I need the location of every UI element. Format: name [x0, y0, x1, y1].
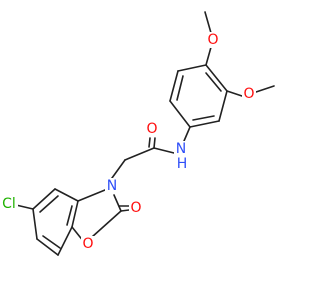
atom-o-methoxy-right-label: O — [243, 86, 254, 102]
bond-ring2-e — [57, 226, 73, 256]
bond-ring-cl — [15, 204, 34, 210]
bond-ring1-a — [205, 64, 228, 92]
bond-ring2-c — [32, 208, 38, 240]
bond-ring2-a — [54, 188, 79, 202]
bond-ring-nh — [183, 126, 191, 142]
bond-ring2-d — [36, 238, 59, 256]
bond-ring1-e — [169, 70, 179, 102]
bond-ring1-inner-3 — [176, 75, 184, 101]
bond-n-ring-c3a — [77, 189, 106, 202]
bond-ring1-d — [169, 100, 191, 128]
bond-c2-o-ring — [91, 210, 122, 238]
atom-n-amide: N — [174, 141, 188, 157]
bond-o-right-methyl — [255, 85, 275, 93]
atom-n-amide-label: N — [176, 141, 186, 157]
atom-h-amide-label: H — [177, 156, 188, 172]
bond-lines — [15, 11, 275, 256]
atom-cl-label: Cl — [2, 196, 16, 212]
bond-ring2-b — [32, 188, 56, 210]
bond-carbonyl-double-2 — [148, 137, 151, 148]
atom-labels: O O N H O N Cl — [0, 32, 256, 252]
atom-h-amide: H — [176, 156, 188, 172]
bond-c2-carbonyl-double-1 — [120, 209, 130, 212]
atom-o-ring-carbonyl-label: O — [130, 200, 141, 216]
atom-o-ring: O — [81, 236, 95, 252]
atom-cl: Cl — [0, 196, 18, 212]
atom-o-carbonyl-label: O — [146, 121, 157, 137]
bond-n-ring-c2 — [113, 194, 122, 212]
bond-carbonyl-ch2 — [124, 147, 155, 161]
bond-ring2-inner-1 — [39, 195, 59, 213]
atom-o-methoxy-right: O — [242, 86, 256, 102]
atom-o-methoxy-top-label: O — [207, 32, 218, 48]
atom-o-methoxy-top: O — [206, 32, 220, 48]
molecule-diagram: O O N H O N Cl — [0, 11, 275, 256]
bond-ring-o-right — [226, 90, 243, 97]
bond-nh-carbonyl-c — [153, 147, 175, 154]
atom-o-ring-label: O — [82, 236, 93, 252]
bond-ring1-inner-1 — [205, 72, 222, 92]
bond-ring1-inner-2 — [192, 115, 215, 121]
bond-ring1-c — [189, 120, 220, 128]
bond-ring1-b — [218, 90, 228, 122]
atom-o-ring-carbonyl: O — [129, 200, 143, 216]
bond-ch2-ch2 — [111, 159, 126, 179]
atom-n-ring-label: N — [107, 178, 117, 194]
atom-n-ring: N — [105, 178, 119, 194]
bond-c3a-c7a — [71, 200, 79, 228]
atom-o-carbonyl: O — [145, 121, 159, 137]
bond-ring1-f — [177, 64, 207, 72]
molecule-structure: O O N H O N Cl — [0, 11, 275, 256]
bond-ring2-inner-2 — [42, 235, 61, 249]
bond-ring2-inner-3 — [66, 205, 73, 226]
bond-carbonyl-double-1 — [153, 137, 156, 149]
